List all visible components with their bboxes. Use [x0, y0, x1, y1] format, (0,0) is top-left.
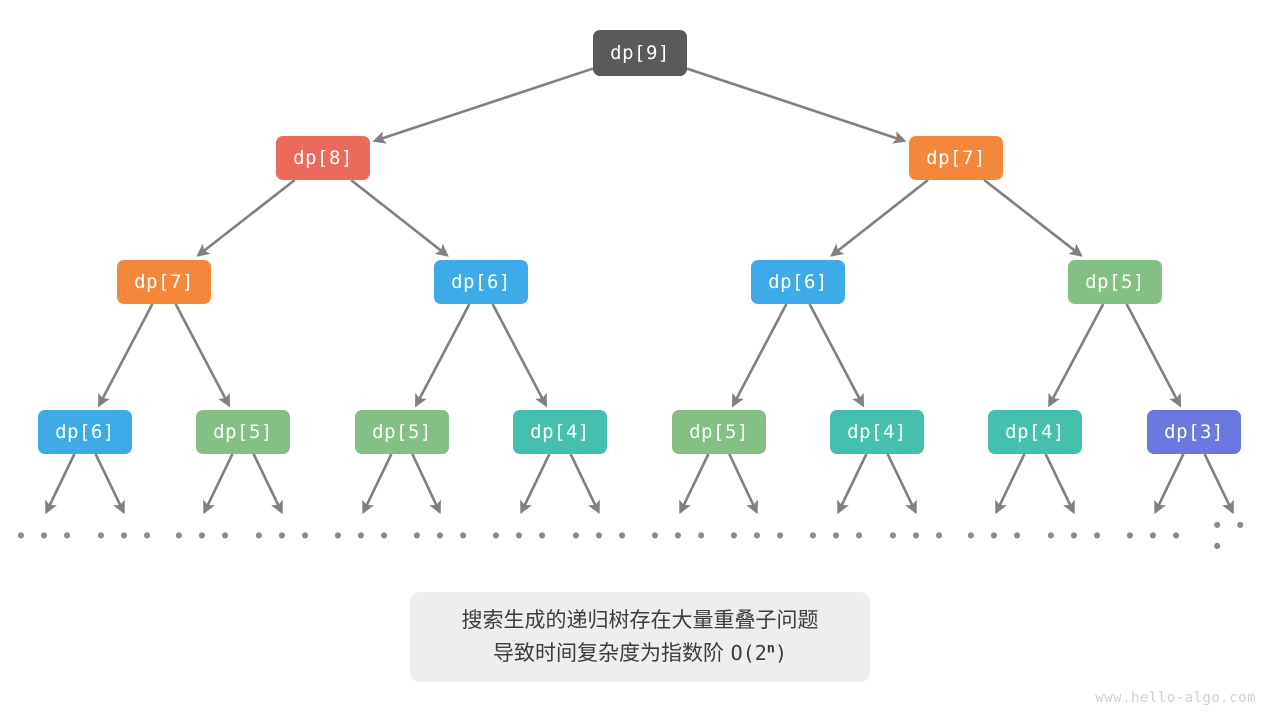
tree-node-dp-5: dp[5] [672, 410, 766, 454]
complexity-close: ) [774, 641, 788, 665]
tree-edge [837, 453, 868, 515]
tree-edge [686, 67, 907, 144]
ellipsis-marker: • • • [886, 524, 948, 549]
complexity-expression: O(2n) [730, 640, 788, 665]
tree-edge [995, 453, 1026, 515]
caption-line-2: 导致时间复杂度为指数阶 O(2n) [493, 637, 787, 670]
tree-edge [1044, 453, 1075, 515]
tree-edge [1125, 303, 1182, 408]
ellipsis-marker: • • • [14, 524, 76, 549]
ellipsis-marker: • • • [410, 524, 472, 549]
tree-node-dp-8: dp[8] [276, 136, 370, 180]
tree-edge [411, 453, 441, 515]
tree-node-dp-6: dp[6] [38, 410, 132, 454]
tree-node-dp-5: dp[5] [1068, 260, 1162, 304]
watermark: www.hello-algo.com [1095, 690, 1256, 706]
tree-node-dp-6: dp[6] [751, 260, 845, 304]
tree-node-dp-3: dp[3] [1147, 410, 1241, 454]
tree-node-dp-7: dp[7] [117, 260, 211, 304]
tree-edge [362, 453, 393, 515]
tree-edge [1203, 453, 1234, 515]
ellipsis-marker: • • • [331, 524, 393, 549]
complexity-exponent: n [766, 640, 775, 657]
tree-node-dp-6: dp[6] [434, 260, 528, 304]
tree-edge [808, 303, 865, 408]
tree-edge [1154, 453, 1185, 515]
tree-edge [569, 453, 600, 515]
tree-edge [196, 178, 296, 257]
ellipsis-marker: • • • [569, 524, 631, 549]
tree-edge [1047, 303, 1105, 408]
tree-node-dp-4: dp[4] [513, 410, 607, 454]
ellipsis-marker: • • • [1211, 514, 1249, 559]
ellipsis-marker: • • • [94, 524, 156, 549]
ellipsis-marker: • • • [252, 524, 314, 549]
tree-node-dp-9: dp[9] [593, 30, 687, 76]
tree-node-dp-5: dp[5] [196, 410, 290, 454]
tree-edge [731, 303, 788, 408]
tree-edge [97, 303, 154, 408]
tree-edge [830, 178, 929, 257]
caption-line-1: 搜索生成的递归树存在大量重叠子问题 [461, 608, 819, 633]
tree-edge [94, 453, 125, 515]
caption-box: 搜索生成的递归树存在大量重叠子问题 导致时间复杂度为指数阶 O(2n) [410, 592, 870, 682]
complexity-base: O(2 [730, 641, 767, 665]
tree-edge [728, 453, 758, 515]
ellipsis-marker: • • • [648, 524, 710, 549]
tree-node-dp-4: dp[4] [830, 410, 924, 454]
tree-edge [203, 453, 234, 515]
ellipsis-marker: • • • [172, 524, 234, 549]
tree-edge [252, 453, 283, 515]
tree-edge [350, 178, 449, 257]
tree-edge [520, 453, 551, 515]
ellipsis-marker: • • • [1044, 524, 1106, 549]
tree-edge [886, 453, 917, 515]
ellipsis-marker: • • • [489, 524, 551, 549]
tree-edge [983, 178, 1083, 257]
caption-line-2-text: 导致时间复杂度为指数阶 [492, 641, 724, 665]
ellipsis-marker: • • • [964, 524, 1026, 549]
tree-edge [45, 453, 76, 515]
tree-node-dp-4: dp[4] [988, 410, 1082, 454]
tree-edge [679, 453, 710, 515]
ellipsis-marker: • • • [727, 524, 789, 549]
tree-edge [372, 67, 594, 144]
tree-edge [174, 303, 231, 408]
tree-edge [414, 303, 471, 408]
ellipsis-marker: • • • [806, 524, 868, 549]
ellipsis-marker: • • • [1123, 524, 1185, 549]
tree-node-dp-7: dp[7] [909, 136, 1003, 180]
tree-node-dp-5: dp[5] [355, 410, 449, 454]
tree-edge [491, 303, 548, 408]
